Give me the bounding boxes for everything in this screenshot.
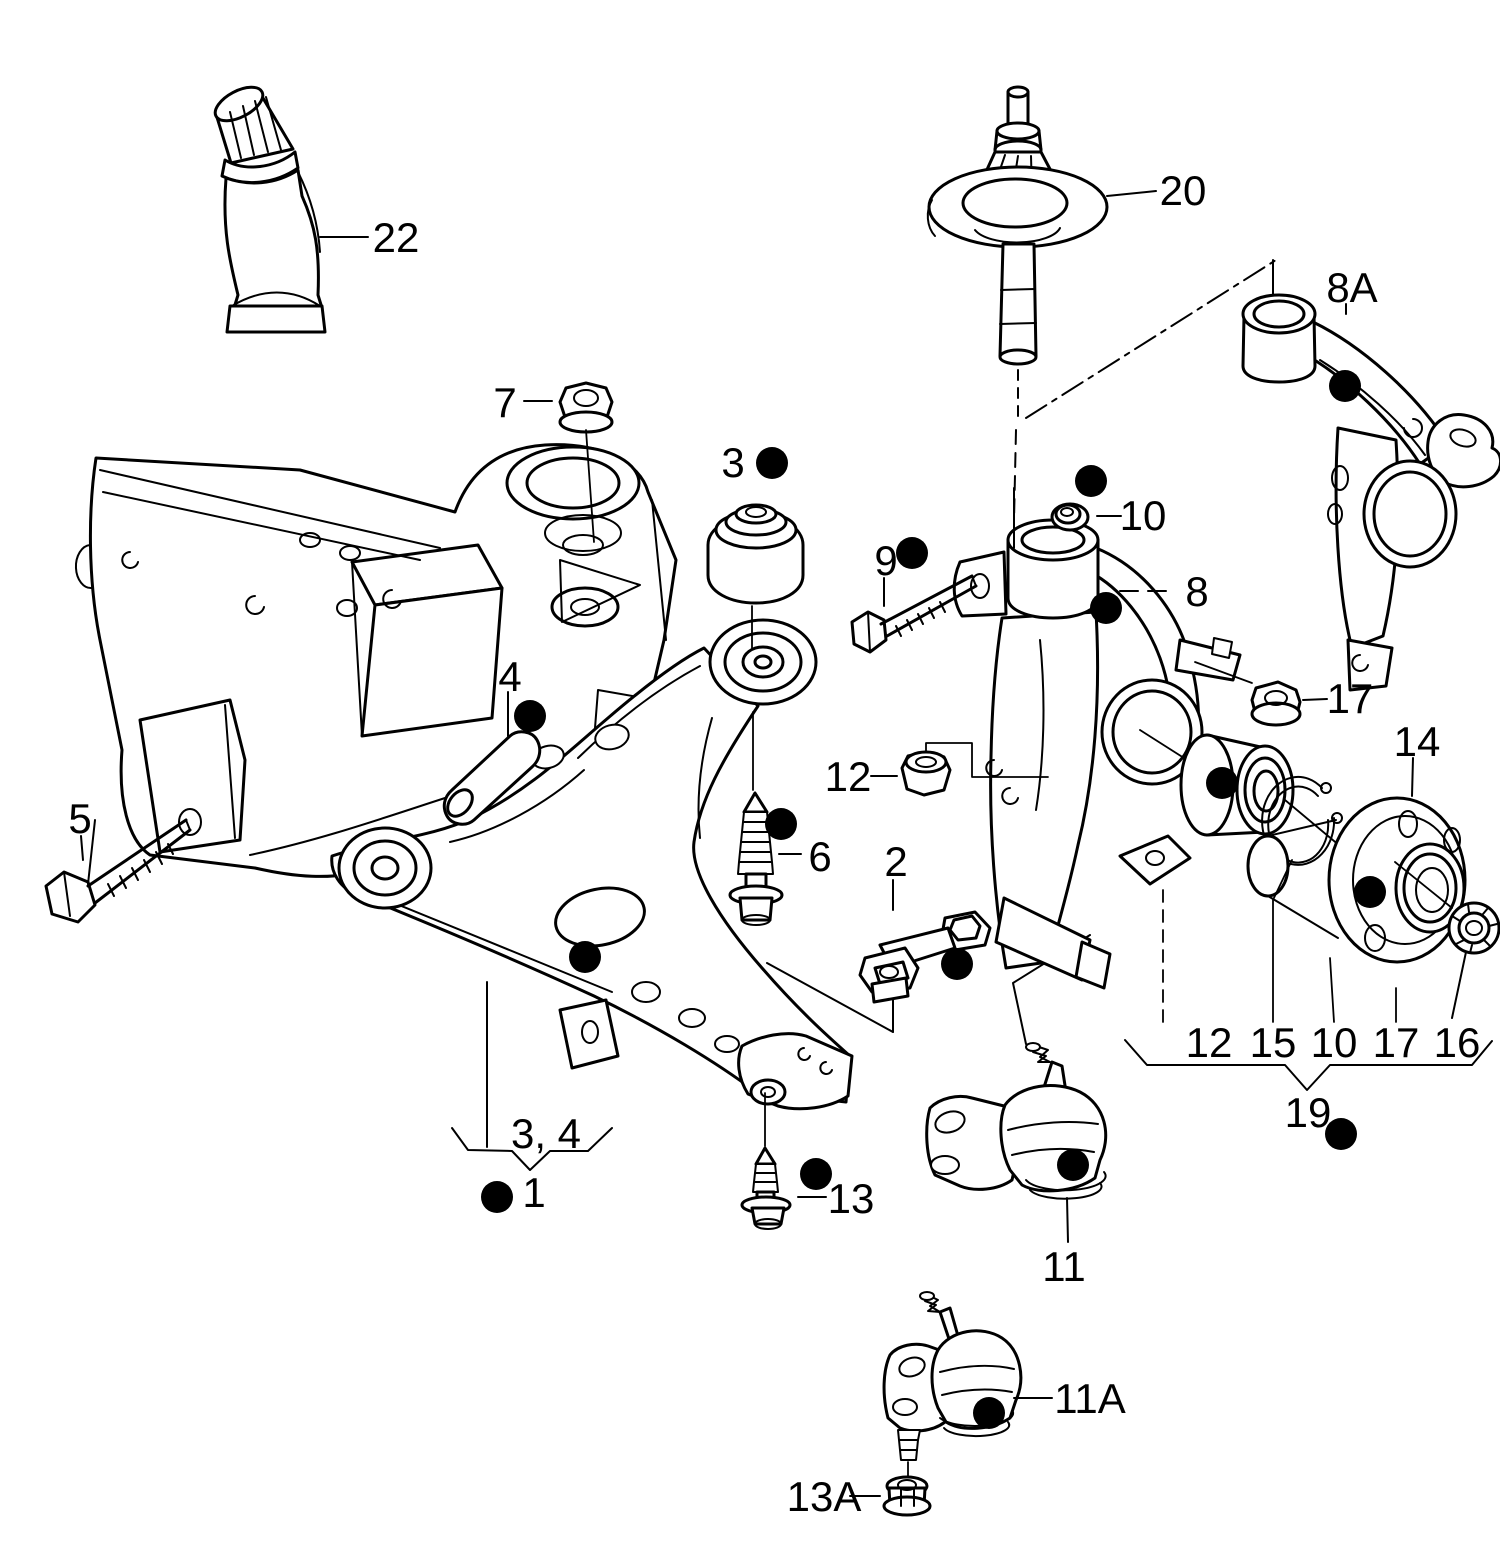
bolt-9-drawing [850,574,978,654]
control-arm-drawing [330,618,854,1111]
callout-label-7: 7 [493,379,516,426]
callout-label-19: 19 [1285,1089,1332,1136]
group-label-17: 17 [1373,1019,1420,1066]
callout-label-9: 9 [874,537,897,584]
callout-leader-lines [80,190,1493,1497]
dot-marker-4 [514,700,546,732]
bushing-3-drawing [706,503,805,649]
grease-tube-drawing [213,85,327,334]
callout-label-2: 2 [884,838,907,885]
dot-marker-arm [569,941,601,973]
group-label-10: 10 [1311,1019,1358,1066]
dot-marker-19 [1325,1118,1357,1150]
callout-label-22: 22 [373,214,420,261]
group-label-16: 16 [1434,1019,1481,1066]
steering-knuckle-8a-drawing [1241,293,1500,692]
screw-13-drawing [740,1092,792,1230]
steering-knuckle-8-drawing [952,487,1242,990]
callout-label-5: 5 [68,795,91,842]
callout-label-20: 20 [1160,167,1207,214]
callout-labels: 22 7 3 4 5 9 10 8 8A 20 17 12 2 6 14 3, … [68,167,1480,1520]
dot-marker-11a [973,1397,1005,1429]
dot-marker-9 [896,537,928,569]
callout-label-12: 12 [825,753,872,800]
dot-marker-10 [1075,465,1107,497]
callout-label-34: 3, 4 [511,1110,581,1157]
spacer-sleeve-4-drawing [442,730,542,826]
screw-6-drawing [728,711,784,926]
dot-marker-bearing [1206,767,1238,799]
strut-drawing [926,85,1109,366]
nut-12-drawing [900,742,1049,797]
ball-joint-11a-drawing [882,1291,1023,1481]
callout-label-1: 1 [522,1169,545,1216]
dot-marker-11 [1057,1149,1089,1181]
callout-label-10: 10 [1120,492,1167,539]
bolt-5-drawing [44,818,192,924]
callout-label-11a: 11A [1054,1375,1126,1422]
callout-label-8a: 8A [1326,264,1377,311]
nut-7-drawing [558,381,614,543]
dot-marker-1 [481,1181,513,1213]
callout-label-6: 6 [808,833,831,880]
clamp-nut-17-drawing [1194,661,1302,727]
dot-marker-13 [800,1158,832,1190]
callout-label-4: 4 [498,653,521,700]
wheel-hub-drawing [1246,796,1467,964]
callout-label-17: 17 [1327,675,1374,722]
axle-nut-drawing [1447,901,1500,955]
callout-label-13: 13 [828,1175,875,1222]
dot-marker-8 [1090,592,1122,624]
group-label-12: 12 [1186,1019,1233,1066]
callout-label-11: 11 [1042,1243,1086,1290]
filled-dot-markers [481,370,1386,1429]
nut-10-drawing [1050,502,1090,532]
dot-marker-3 [756,447,788,479]
callout-label-14: 14 [1394,718,1441,765]
dot-marker-6 [765,808,797,840]
dot-marker-8a [1329,370,1361,402]
dot-marker-hub [1354,876,1386,908]
nut-13a-drawing [882,1475,932,1517]
link-2-drawing [858,910,992,1004]
callout-label-8: 8 [1185,568,1208,615]
callout-label-3: 3 [721,439,744,486]
wheel-bearing-drawing [1179,733,1341,847]
dot-marker-2 [941,948,973,980]
group-label-15: 15 [1250,1019,1297,1066]
callout-label-13a: 13A [787,1473,862,1520]
